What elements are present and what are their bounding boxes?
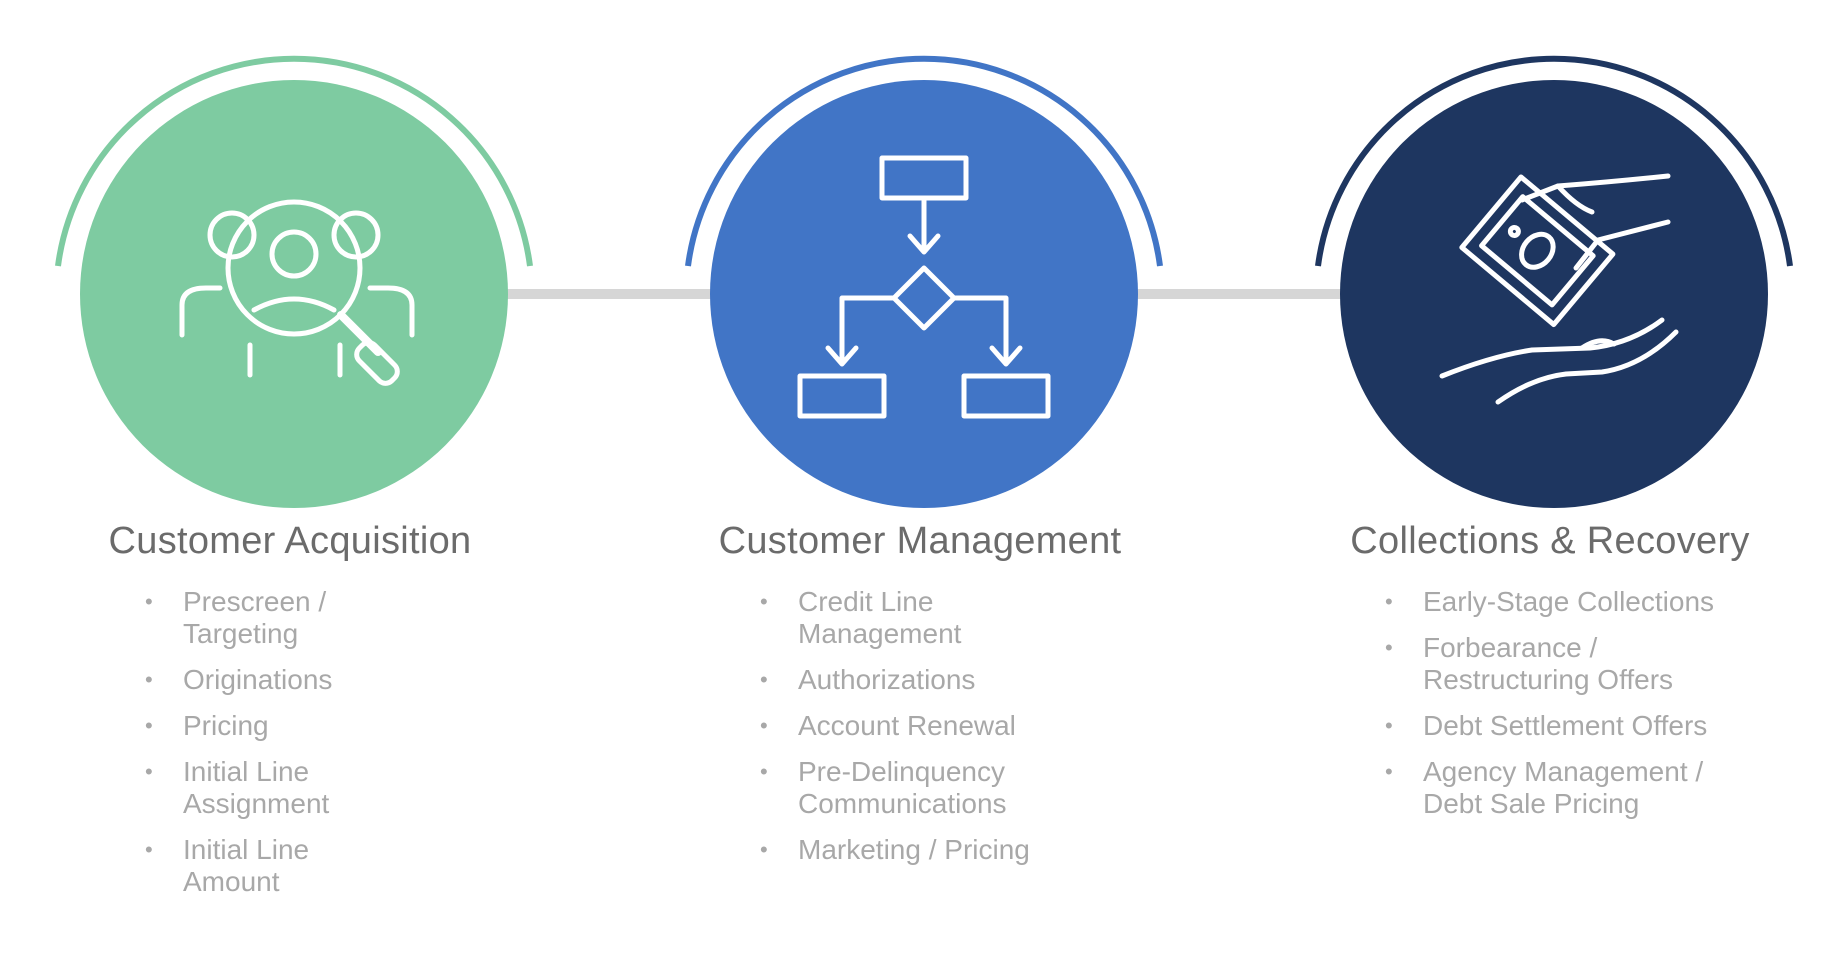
list-item: Early-Stage Collections bbox=[1385, 586, 1714, 618]
stage-customer-management: Customer Management Credit Line Manageme… bbox=[640, 0, 1200, 966]
stage-title: Customer Acquisition bbox=[108, 520, 472, 562]
connector-line-1 bbox=[480, 289, 730, 299]
stage-circle bbox=[710, 80, 1138, 508]
stage-circle-graphic bbox=[55, 55, 533, 508]
list-item: Marketing / Pricing bbox=[760, 834, 1030, 866]
money-hand-icon bbox=[1439, 173, 1679, 405]
stage-circle-graphic bbox=[1315, 55, 1793, 508]
list-item: Credit Line Management bbox=[760, 586, 1030, 650]
list-item: Forbearance / Restructuring Offers bbox=[1385, 632, 1714, 696]
stage-circle bbox=[1340, 80, 1768, 508]
stage-item-list: Early-Stage Collections Forbearance / Re… bbox=[1385, 586, 1714, 834]
connector-line-2 bbox=[1110, 289, 1360, 299]
list-item: Initial Line Assignment bbox=[145, 756, 332, 820]
list-item: Prescreen / Targeting bbox=[145, 586, 332, 650]
list-item: Debt Settlement Offers bbox=[1385, 710, 1714, 742]
stage-circle bbox=[80, 80, 508, 508]
stage-title: Customer Management bbox=[718, 520, 1122, 562]
stage-arc bbox=[685, 55, 1163, 267]
stage-arc bbox=[1315, 55, 1793, 267]
stage-collections-recovery: Collections & Recovery Early-Stage Colle… bbox=[1270, 0, 1830, 966]
list-item: Initial Line Amount bbox=[145, 834, 332, 898]
stage-title: Collections & Recovery bbox=[1350, 520, 1750, 562]
list-item: Account Renewal bbox=[760, 710, 1030, 742]
list-item: Pre-Delinquency Communications bbox=[760, 756, 1030, 820]
stage-item-list: Credit Line Management Authorizations Ac… bbox=[760, 586, 1030, 880]
stage-item-list: Prescreen / Targeting Originations Prici… bbox=[145, 586, 332, 912]
list-item: Pricing bbox=[145, 710, 332, 742]
stage-circle-graphic bbox=[685, 55, 1163, 508]
list-item: Agency Management / Debt Sale Pricing bbox=[1385, 756, 1714, 820]
stage-customer-acquisition: Customer Acquisition Prescreen / Targeti… bbox=[10, 0, 570, 966]
list-item: Authorizations bbox=[760, 664, 1030, 696]
user-search-icon bbox=[179, 199, 415, 386]
flowchart-icon bbox=[797, 155, 1051, 419]
list-item: Originations bbox=[145, 664, 332, 696]
stage-arc bbox=[55, 55, 533, 267]
